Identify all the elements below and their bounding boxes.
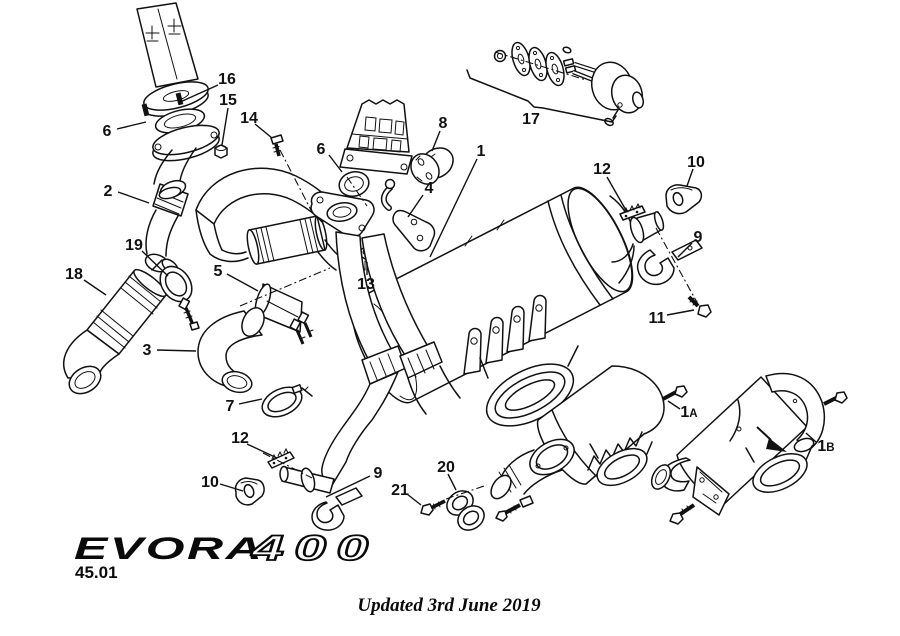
bracket-line-17 <box>466 69 617 123</box>
callout-label-14: 14 <box>240 110 258 127</box>
rubber-mount-8-drawing <box>410 147 454 185</box>
callout-label-12-right: 12 <box>593 161 611 178</box>
leader-line-19 <box>141 250 169 277</box>
inlet-pipes-drawing <box>279 231 461 494</box>
silencer-1a-drawing <box>490 365 688 522</box>
y-pipe-catalyst-drawing <box>158 167 349 271</box>
callout-label-8: 8 <box>439 115 448 132</box>
evora-logo-text: EVORA <box>74 531 264 566</box>
leader-line-6-center <box>328 154 343 173</box>
callout-label-6-left: 6 <box>103 123 112 140</box>
bolt-14-drawing <box>270 134 284 157</box>
leader-line-9-lower <box>325 475 371 498</box>
leader-line-6-left <box>116 121 147 130</box>
footer: EVORA 400 45.01 Updated 3rd June 2019 <box>74 528 541 616</box>
updated-note: Updated 3rd June 2019 <box>357 595 541 616</box>
callout-label-20: 20 <box>437 459 455 476</box>
callout-label-5: 5 <box>214 263 223 280</box>
callout-label-9-right: 9 <box>694 229 703 246</box>
callout-label-13: 13 <box>357 276 375 293</box>
leader-line-9-right <box>677 242 693 258</box>
callout-label-10-right: 10 <box>687 154 705 171</box>
grommet-10-right-drawing <box>665 184 703 215</box>
leader-line-11 <box>666 309 695 316</box>
bracket-4-drawing <box>380 178 436 252</box>
callout-label-15: 15 <box>219 92 237 109</box>
leader-line-18 <box>83 279 107 296</box>
leader-line-15 <box>221 107 229 146</box>
callout-label-1: 1 <box>477 143 486 160</box>
bracket-9-lower-drawing <box>311 487 363 531</box>
leader-line-14 <box>254 123 273 139</box>
callout-label-1A: 1A <box>680 404 697 421</box>
leader-line-3 <box>156 349 197 352</box>
callout-label-18: 18 <box>65 266 83 283</box>
callout-label-17: 17 <box>522 111 540 128</box>
downpipe-left-drawing <box>136 2 220 273</box>
evora-400-logo-text: 400 <box>251 529 379 568</box>
downpipe-center-drawing <box>310 99 413 238</box>
silencer-1b-drawing <box>650 372 848 525</box>
callout-label-11: 11 <box>649 310 666 327</box>
bracket-9-right-drawing <box>636 239 703 286</box>
callout-label-2: 2 <box>104 183 113 200</box>
callout-label-16: 16 <box>218 71 236 88</box>
illustration <box>63 2 848 531</box>
leader-line-10-lower <box>219 483 244 492</box>
callout-label-21: 21 <box>391 482 409 499</box>
callout-label-19: 19 <box>125 237 143 254</box>
link-pipe-3-drawing <box>197 307 265 394</box>
callout-label-12-lower: 12 <box>231 430 249 447</box>
leader-line-1A <box>667 400 681 410</box>
grommet-10-lower-drawing <box>234 477 265 506</box>
silencer-tabs-drawing <box>463 294 547 375</box>
leader-line-5 <box>226 273 259 292</box>
callout-label-6-center: 6 <box>317 141 326 158</box>
clamp-12-lower-drawing <box>267 447 295 469</box>
gasket-20-drawing <box>446 490 485 531</box>
leader-line-4 <box>407 194 424 218</box>
section-code: 45.01 <box>75 563 118 582</box>
callout-label-10-lower: 10 <box>201 474 219 491</box>
callout-label-3: 3 <box>143 342 152 359</box>
actuator-17-drawing <box>466 41 645 127</box>
bolt-11-drawing <box>687 295 712 318</box>
leader-line-21 <box>406 493 422 506</box>
nut-15-drawing <box>214 144 228 159</box>
bolt-21-drawing <box>420 499 446 516</box>
leader-line-16 <box>177 84 219 104</box>
leader-line-8 <box>431 130 441 152</box>
clamp-7-drawing <box>261 384 313 418</box>
assembly-axis-lines <box>239 51 700 500</box>
leader-line-12-lower <box>246 443 278 459</box>
callout-label-1B: 1B <box>817 438 834 455</box>
leader-line-20 <box>447 473 457 491</box>
leader-line-7 <box>238 398 263 405</box>
leader-line-1B <box>805 432 817 443</box>
leader-line-2 <box>117 191 150 204</box>
leader-line-12-right <box>606 176 628 213</box>
callout-label-9-lower: 9 <box>374 465 383 482</box>
leader-line-10-right <box>686 168 694 187</box>
leader-line-1 <box>429 158 478 258</box>
callout-label-7: 7 <box>226 398 235 415</box>
callout-label-4: 4 <box>425 180 434 197</box>
